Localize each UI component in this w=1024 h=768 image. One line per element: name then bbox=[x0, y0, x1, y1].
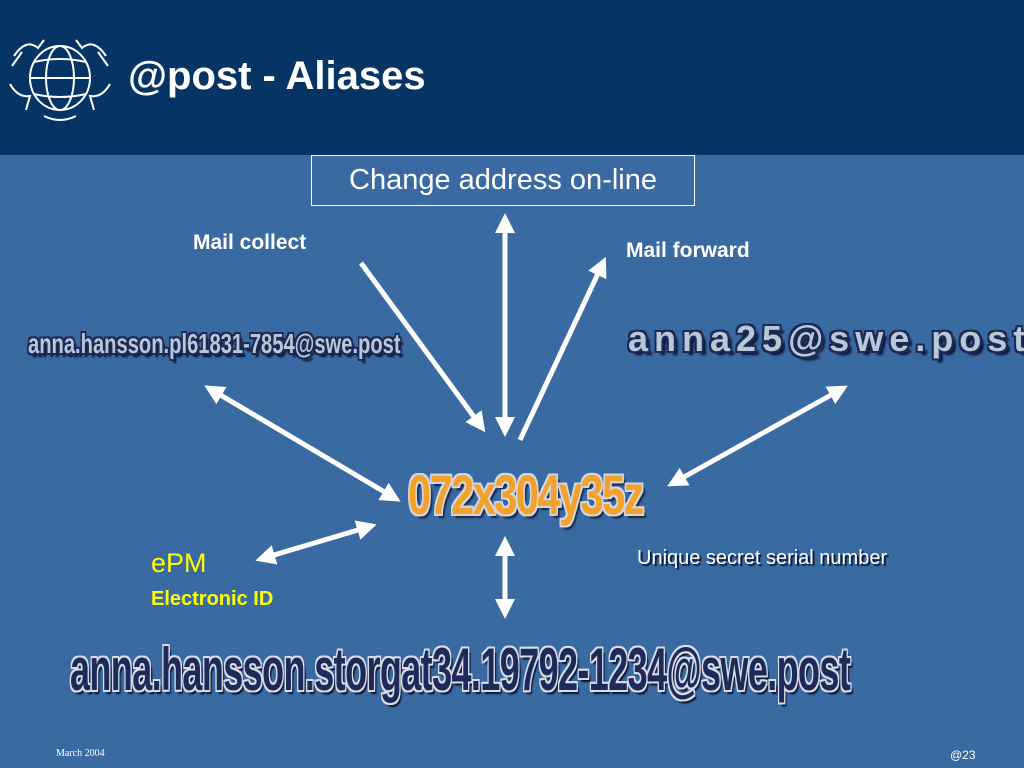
serial-caption: Unique secret serial number bbox=[637, 547, 888, 569]
arrow-epm bbox=[255, 520, 377, 565]
footer-date: March 2004 bbox=[56, 748, 105, 759]
alias-short: anna25@swe.post bbox=[628, 318, 1024, 359]
alias-postal-code: anna.hansson.pl61831-7854@swe.post bbox=[28, 328, 401, 359]
arrow-alias-postal-code bbox=[204, 385, 401, 502]
page-title: @post - Aliases bbox=[128, 54, 426, 98]
arrow-mail-collect bbox=[358, 261, 486, 433]
electronic-id-label: Electronic ID bbox=[151, 588, 274, 610]
change-address-box: Change address on-line bbox=[311, 155, 695, 206]
alias-full-address: anna.hansson.storgat34.19792-1234@swe.po… bbox=[70, 636, 851, 703]
header-bar: @post - Aliases bbox=[0, 0, 1024, 155]
mail-collect-label: Mail collect bbox=[193, 231, 307, 254]
arrow-mail-forward bbox=[517, 256, 607, 442]
upu-globe-logo-icon bbox=[9, 39, 111, 121]
footer-page-number: @23 bbox=[950, 748, 976, 762]
mail-forward-label: Mail forward bbox=[626, 239, 750, 262]
arrow-alias-short bbox=[667, 385, 848, 487]
serial-number: 072x304y35z bbox=[408, 463, 644, 526]
epm-label: ePM bbox=[151, 548, 207, 578]
